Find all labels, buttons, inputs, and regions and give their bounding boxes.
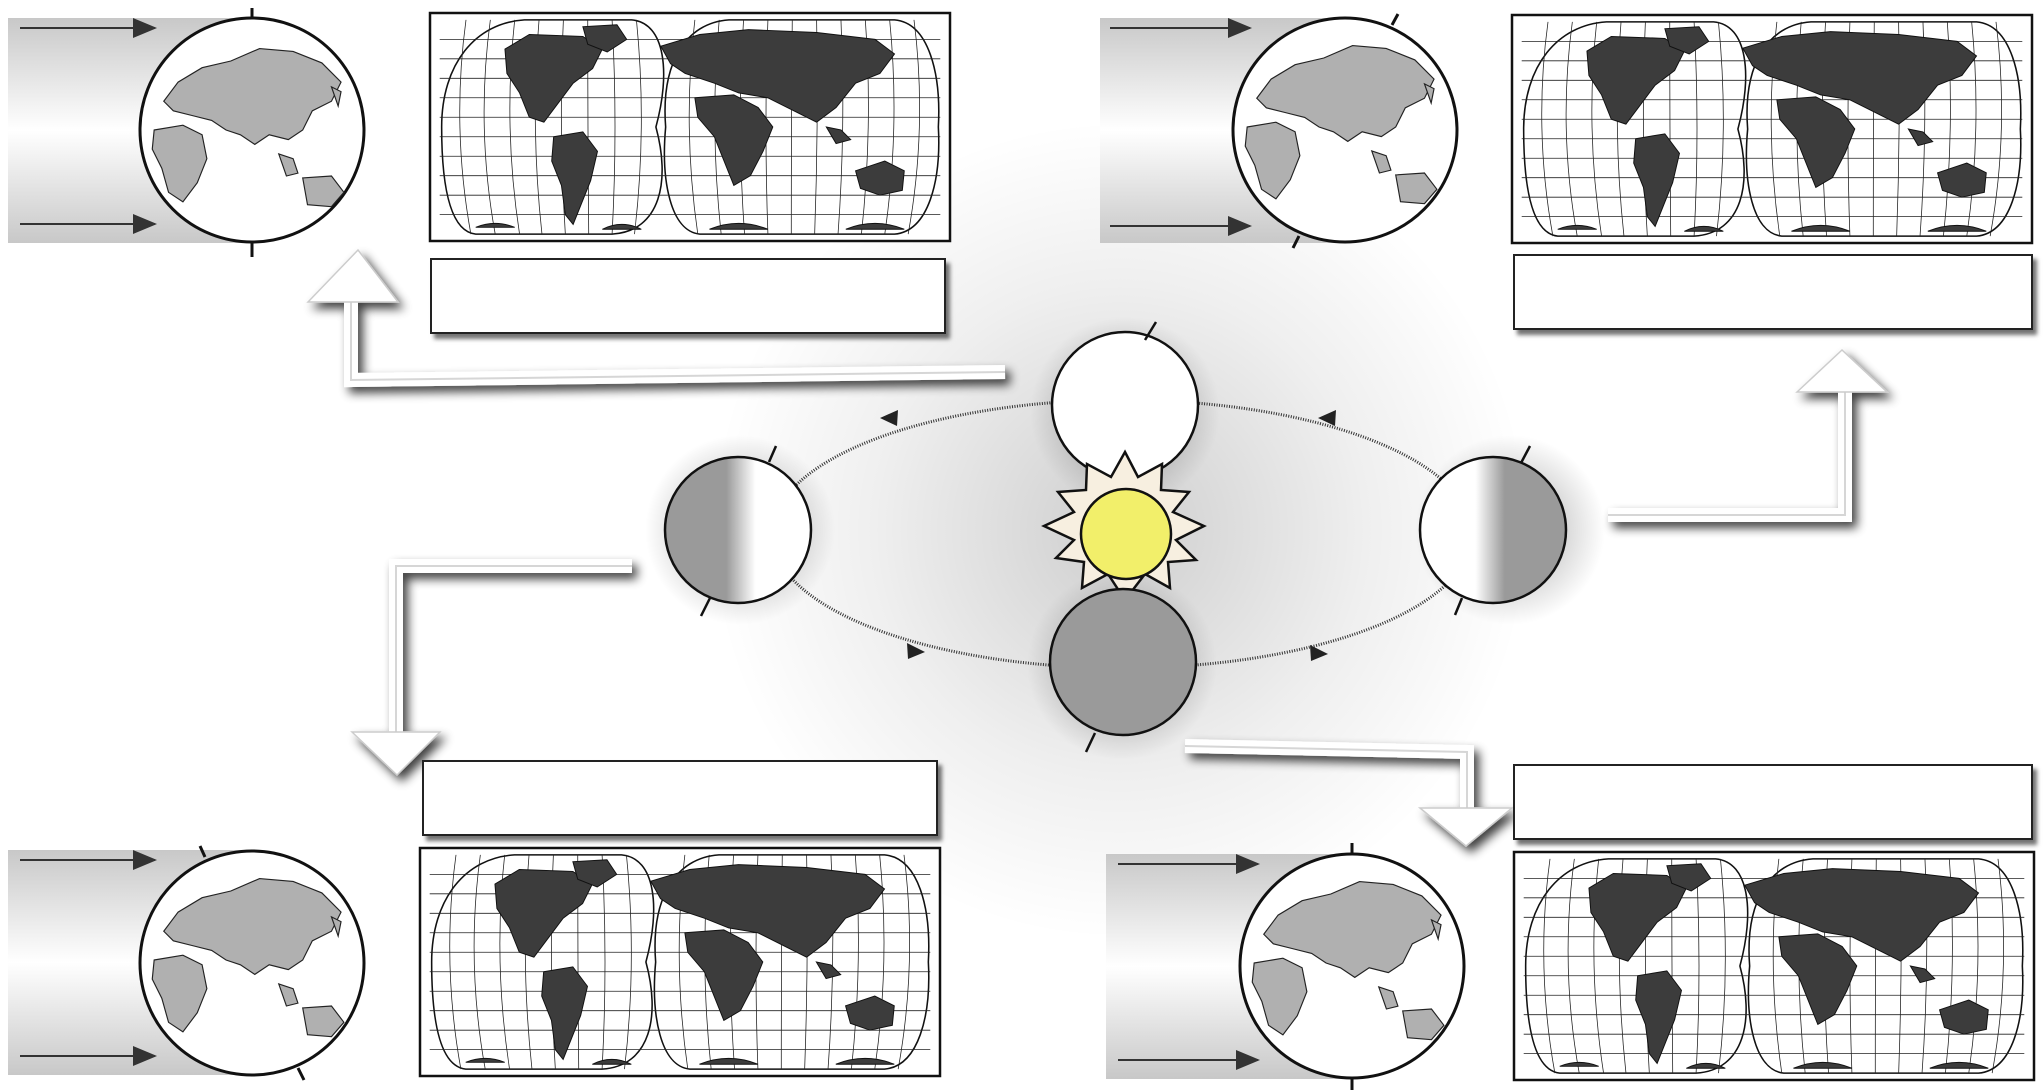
world-map xyxy=(428,11,952,243)
earth-right[interactable] xyxy=(1418,445,1568,616)
earth-bottom[interactable] xyxy=(1048,587,1198,753)
arrow-to-top-right-panel xyxy=(1608,348,1889,522)
world-map xyxy=(1510,13,2034,245)
sunlight-rays xyxy=(1110,18,1252,236)
arrow-to-bottom-left-panel xyxy=(350,559,632,777)
sunlight-rays xyxy=(20,850,157,1066)
answer-box-top-right[interactable] xyxy=(1513,254,2033,330)
world-map xyxy=(418,846,942,1078)
panel-bottom-right xyxy=(1106,843,2036,1090)
arrow-to-top-left-panel xyxy=(306,248,1006,388)
connector-arrows xyxy=(306,248,1889,847)
panel-top-right xyxy=(1100,13,2034,249)
panel-top-left xyxy=(8,8,952,257)
sun-icon xyxy=(1041,449,1207,603)
answer-box-bottom-right[interactable] xyxy=(1513,764,2033,840)
earth-left[interactable] xyxy=(663,445,813,617)
globe xyxy=(1231,13,1459,249)
sunlight-rays xyxy=(1118,854,1260,1070)
world-map xyxy=(1512,850,2036,1082)
globe xyxy=(138,8,366,257)
globe xyxy=(1238,843,1466,1090)
answer-box-top-left[interactable] xyxy=(430,258,946,334)
answer-box-bottom-left[interactable] xyxy=(422,760,938,836)
globe xyxy=(138,845,366,1081)
panel-bottom-left xyxy=(8,845,942,1081)
sunlight-rays xyxy=(20,18,157,234)
orbit-direction-arrows xyxy=(880,410,1336,661)
arrow-to-bottom-right-panel xyxy=(1184,739,1515,847)
